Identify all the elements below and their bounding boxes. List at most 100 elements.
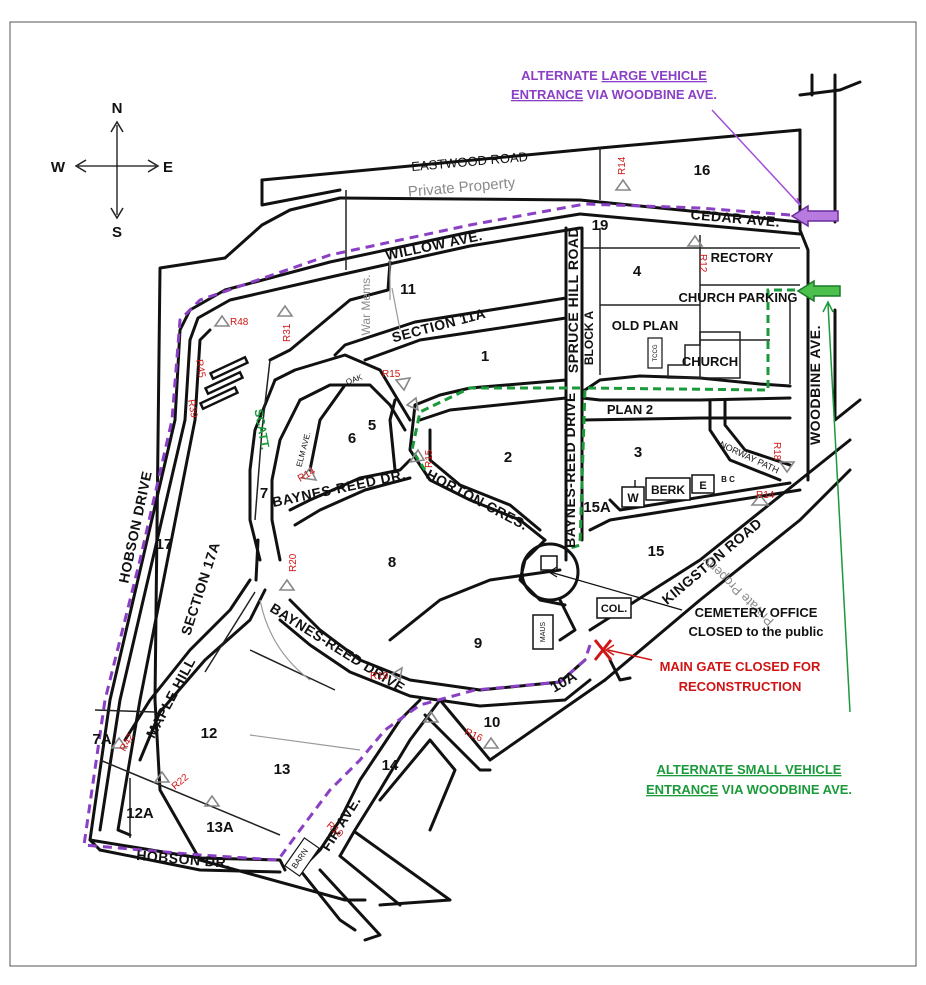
road-label-spruce: SPRUCE HILL ROAD xyxy=(565,227,581,373)
section-label: 13 xyxy=(274,761,291,778)
area-berk: BERK xyxy=(651,483,685,497)
compass-icon: N S W E xyxy=(51,100,173,241)
area-plan-2: PLAN 2 xyxy=(607,402,653,417)
route-marker-icon xyxy=(276,304,294,317)
section-label: 6 xyxy=(348,430,356,447)
route-marker-icon xyxy=(405,396,420,412)
large-vehicle-callout-line xyxy=(711,109,801,206)
office-building-icon xyxy=(540,555,558,571)
route-code: R18 xyxy=(771,442,782,461)
compass-n: N xyxy=(112,100,123,117)
berk-e-box xyxy=(691,474,715,494)
section-label: 12A xyxy=(126,805,154,822)
route-code: R39 xyxy=(185,399,199,419)
section-label: 19 xyxy=(592,217,609,234)
route-marker-icon xyxy=(686,234,704,247)
gate-callout-line xyxy=(607,649,653,661)
large-vehicle-entrance-arrow-icon xyxy=(790,204,839,228)
notice-small-line2-post: VIA WOODBINE AVE. xyxy=(718,782,852,797)
area-rectory: RECTORY xyxy=(711,250,774,265)
notice-gate-line1: MAIN GATE CLOSED FOR xyxy=(660,659,821,674)
section-label: 8 xyxy=(388,554,396,571)
columbarium-box xyxy=(596,597,632,619)
notice-large-line1-u: LARGE VEHICLE xyxy=(601,68,707,83)
road-label-baynes-reed-east: BAYNES-REED DRIVE xyxy=(562,392,578,548)
gate-closed-x-icon xyxy=(593,639,613,661)
route-marker-icon xyxy=(422,710,440,723)
area-col: COL. xyxy=(601,603,627,615)
route-marker-icon xyxy=(153,770,171,783)
section-label: 16 xyxy=(694,162,711,179)
bench-icon xyxy=(198,355,250,411)
area-old-plan: OLD PLAN xyxy=(612,318,678,333)
route-code: R31 xyxy=(282,323,293,342)
area-berk-bc: B C xyxy=(721,475,735,484)
section-label: 13A xyxy=(206,819,234,836)
route-marker-icon xyxy=(482,736,500,749)
section-label: 15 xyxy=(648,543,665,560)
berk-w-box xyxy=(621,486,645,508)
road-label-woodbine: WOODBINE AVE. xyxy=(807,325,823,445)
route-marker-icon xyxy=(778,461,796,474)
route-code: R14 xyxy=(617,156,628,175)
notice-gate-line2: RECONSTRUCTION xyxy=(679,679,802,694)
section-label: 3 xyxy=(634,444,642,461)
small-vehicle-route xyxy=(410,288,808,550)
route-marker-icon xyxy=(394,376,412,392)
tccg-box xyxy=(647,337,663,369)
notice-small-line1: ALTERNATE SMALL VEHICLE xyxy=(657,762,842,777)
route-marker-icon xyxy=(408,448,426,464)
section-label: 5 xyxy=(368,417,376,434)
section-label: 9 xyxy=(474,635,482,652)
section-label: 10 xyxy=(484,714,501,731)
notice-large-line1-pre: ALTERNATE xyxy=(521,68,601,83)
notice-large-vehicle: ALTERNATE LARGE VEHICLE ENTRANCE VIA WOO… xyxy=(511,68,717,102)
area-church-parking: CHURCH PARKING xyxy=(679,290,798,305)
route-marker-icon xyxy=(300,466,318,482)
notice-office: CEMETERY OFFICE CLOSED to the public xyxy=(688,605,823,639)
route-code: R15 xyxy=(424,449,435,468)
notice-small-vehicle: ALTERNATE SMALL VEHICLE ENTRANCE VIA WOO… xyxy=(646,762,852,797)
map-frame xyxy=(9,21,917,967)
barn-box xyxy=(284,837,320,877)
route-markers xyxy=(110,178,796,807)
area-berk-e: E xyxy=(699,480,706,492)
notice-large-line2-u: ENTRANCE xyxy=(511,87,584,102)
small-vehicle-entrance-arrow-icon xyxy=(796,279,841,303)
large-vehicle-route xyxy=(82,202,791,862)
area-berk-w: W xyxy=(627,491,639,505)
road-label-cedar: CEDAR AVE. xyxy=(690,206,781,230)
area-block-a: BLOCK A xyxy=(582,311,596,366)
svg-text:ALTERNATE LARGE VEHICLE: ALTERNATE LARGE VEHICLE xyxy=(521,68,707,83)
section-label: 12 xyxy=(201,725,218,742)
berk-box xyxy=(645,477,691,501)
notice-small-line2-u: ENTRANCE xyxy=(646,782,719,797)
route-marker-icon xyxy=(110,736,128,749)
small-vehicle-callout-line xyxy=(827,303,851,713)
route-marker-icon xyxy=(203,794,221,807)
route-code: R12 xyxy=(697,254,708,273)
route-code: R20 xyxy=(288,553,299,572)
section-label: 7A xyxy=(92,731,111,748)
svg-text:ENTRANCE VIA WOODBINE AVE.: ENTRANCE VIA WOODBINE AVE. xyxy=(646,782,852,797)
section-label: 17 xyxy=(156,536,173,553)
route-marker-icon xyxy=(213,314,231,327)
section-label: 1 xyxy=(481,348,489,365)
route-marker-icon xyxy=(278,578,296,591)
area-tccg: TCCG xyxy=(653,344,659,361)
area-war-mems: War Mems. xyxy=(359,275,373,336)
notice-office-line1: CEMETERY OFFICE xyxy=(695,605,818,620)
route-marker-icon xyxy=(750,493,770,506)
route-code: R14 xyxy=(756,490,775,501)
section-label: 4 xyxy=(633,263,642,280)
section-label: 14 xyxy=(382,757,399,774)
route-code: R45 xyxy=(193,359,207,379)
compass-e: E xyxy=(163,159,173,176)
notice-large-line2-post: VIA WOODBINE AVE. xyxy=(583,87,717,102)
area-maus: MAUS xyxy=(540,622,547,643)
notice-office-line2: CLOSED to the public xyxy=(688,624,823,639)
route-code: R19 xyxy=(370,671,389,682)
route-marker-icon xyxy=(390,666,404,682)
